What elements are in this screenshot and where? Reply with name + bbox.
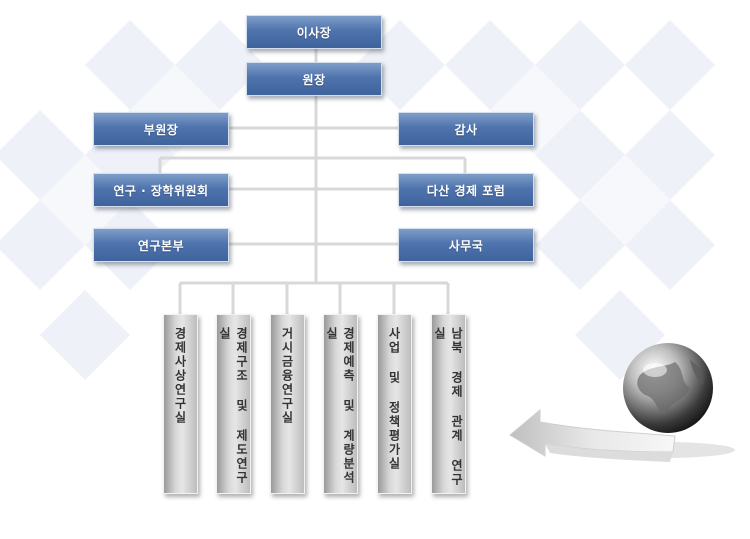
chairman-label: 이사장 — [296, 25, 332, 40]
chairman-box: 이사장 — [246, 15, 382, 49]
secretariat-label: 사무국 — [448, 238, 484, 253]
department-box-1: 경제사상연구실 — [163, 314, 198, 494]
department-label: 남북 경제 관계 연구실 — [432, 327, 464, 487]
globe-with-arrow-icon — [509, 343, 735, 462]
vice-president-label: 부원장 — [143, 122, 179, 137]
vice-president-box: 부원장 — [93, 112, 229, 146]
auditor-box: 감사 — [398, 112, 534, 146]
department-label: 거시금융연구실 — [280, 327, 294, 425]
department-label: 경제사상연구실 — [173, 327, 187, 425]
secretariat-box: 사무국 — [398, 228, 534, 262]
department-label: 경제예측 및 계량분석실 — [324, 327, 356, 485]
department-box-3: 거시금융연구실 — [270, 314, 305, 494]
research-hq-box: 연구본부 — [93, 228, 229, 262]
committee-label: 연구 · 장학위원회 — [113, 183, 209, 198]
auditor-label: 감사 — [454, 122, 478, 137]
department-box-2: 경제구조 및 제도연구실 — [216, 314, 251, 494]
department-box-6: 남북 경제 관계 연구실 — [431, 314, 466, 494]
forum-box: 다산 경제 포럼 — [398, 173, 534, 207]
committee-box: 연구 · 장학위원회 — [93, 173, 229, 207]
department-label: 경제구조 및 제도연구실 — [217, 327, 249, 485]
department-label: 사업 및 정책평가실 — [387, 327, 401, 471]
department-box-4: 경제예측 및 계량분석실 — [323, 314, 358, 494]
department-box-5: 사업 및 정책평가실 — [377, 314, 412, 494]
president-label: 원장 — [302, 72, 326, 87]
forum-label: 다산 경제 포럼 — [426, 183, 506, 198]
president-box: 원장 — [246, 62, 382, 96]
research-hq-label: 연구본부 — [137, 238, 185, 253]
